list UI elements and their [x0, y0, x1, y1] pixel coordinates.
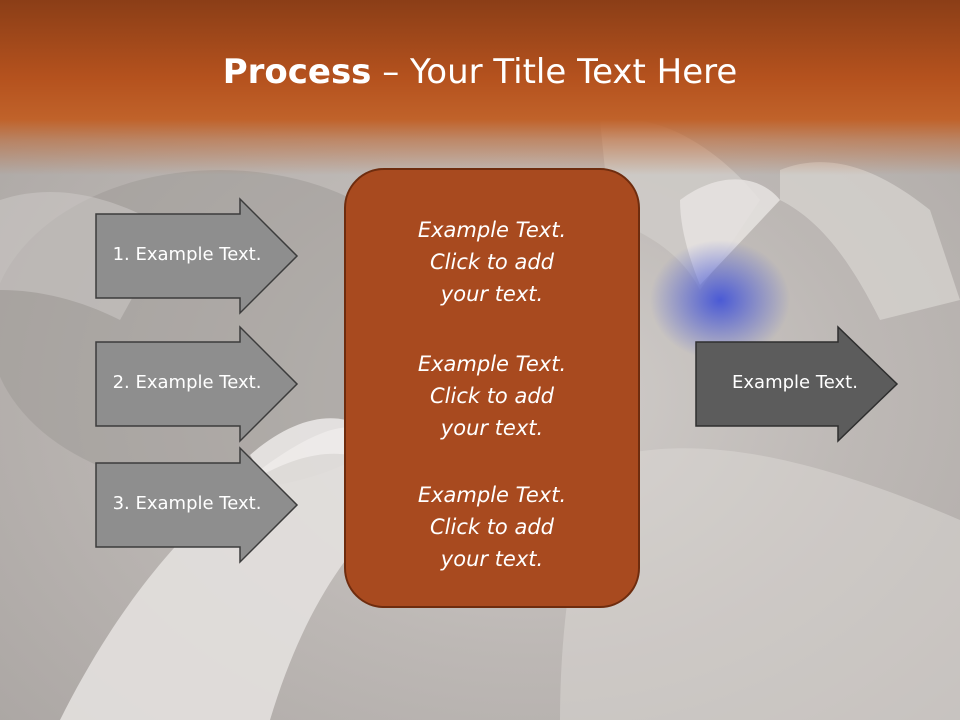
- block-3-line-2: Click to add: [429, 515, 554, 539]
- slide-title[interactable]: Process – Your Title Text Here: [0, 52, 960, 92]
- block-1-line-3: your text.: [440, 282, 544, 306]
- step-3-arrow[interactable]: [95, 446, 299, 564]
- center-text-block-2[interactable]: Example Text. Click to add your text.: [346, 348, 638, 444]
- output-arrow[interactable]: [695, 325, 899, 443]
- output-label: Example Text.: [732, 372, 858, 393]
- block-2-line-1: Example Text.: [417, 352, 567, 376]
- block-1-line-2: Click to add: [429, 250, 554, 274]
- title-band: [0, 0, 960, 175]
- center-text-block-3[interactable]: Example Text. Click to add your text.: [346, 479, 638, 575]
- block-2-line-3: your text.: [440, 416, 544, 440]
- block-2-line-2: Click to add: [429, 384, 554, 408]
- step-2-arrow[interactable]: [95, 325, 299, 443]
- title-bold: Process: [222, 52, 372, 92]
- block-1-line-1: Example Text.: [417, 218, 567, 242]
- step-3-label: 3. Example Text.: [112, 493, 262, 514]
- step-1-label: 1. Example Text.: [112, 244, 262, 265]
- block-3-line-3: your text.: [440, 547, 544, 571]
- step-2-label: 2. Example Text.: [112, 372, 262, 393]
- center-process-box[interactable]: Example Text. Click to add your text. Ex…: [344, 168, 640, 608]
- block-3-line-1: Example Text.: [417, 483, 567, 507]
- step-1-arrow[interactable]: [95, 197, 299, 315]
- title-rest: – Your Title Text Here: [371, 52, 738, 92]
- center-text-block-1[interactable]: Example Text. Click to add your text.: [346, 214, 638, 310]
